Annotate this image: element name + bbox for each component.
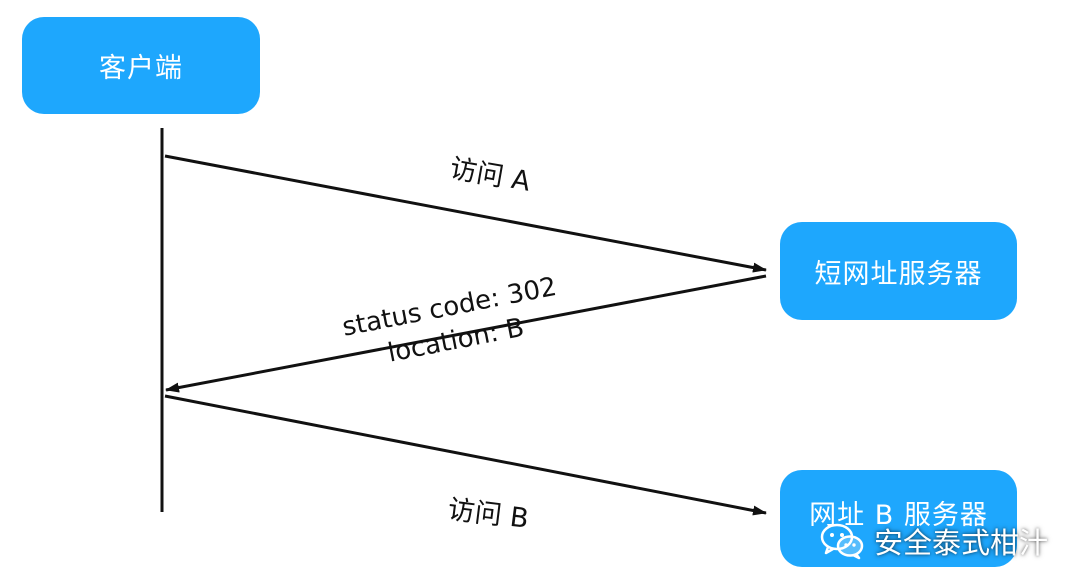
url-b-server-node: 网址 B 服务器 — [780, 470, 1017, 567]
arrow-visit-a — [164, 154, 767, 273]
short-url-server-node: 短网址服务器 — [780, 222, 1017, 320]
watermark-text: 安全泰式柑汁 — [874, 526, 1049, 560]
client-node: 客户端 — [22, 17, 260, 114]
watermark: 安全泰式柑汁 — [820, 520, 1048, 562]
arrow-visit-b — [164, 394, 767, 516]
short-url-server-label: 短网址服务器 — [814, 258, 983, 290]
arrow-redirect-302 — [165, 274, 767, 393]
client-label: 客户端 — [99, 53, 183, 84]
wechat-icon — [820, 523, 864, 560]
